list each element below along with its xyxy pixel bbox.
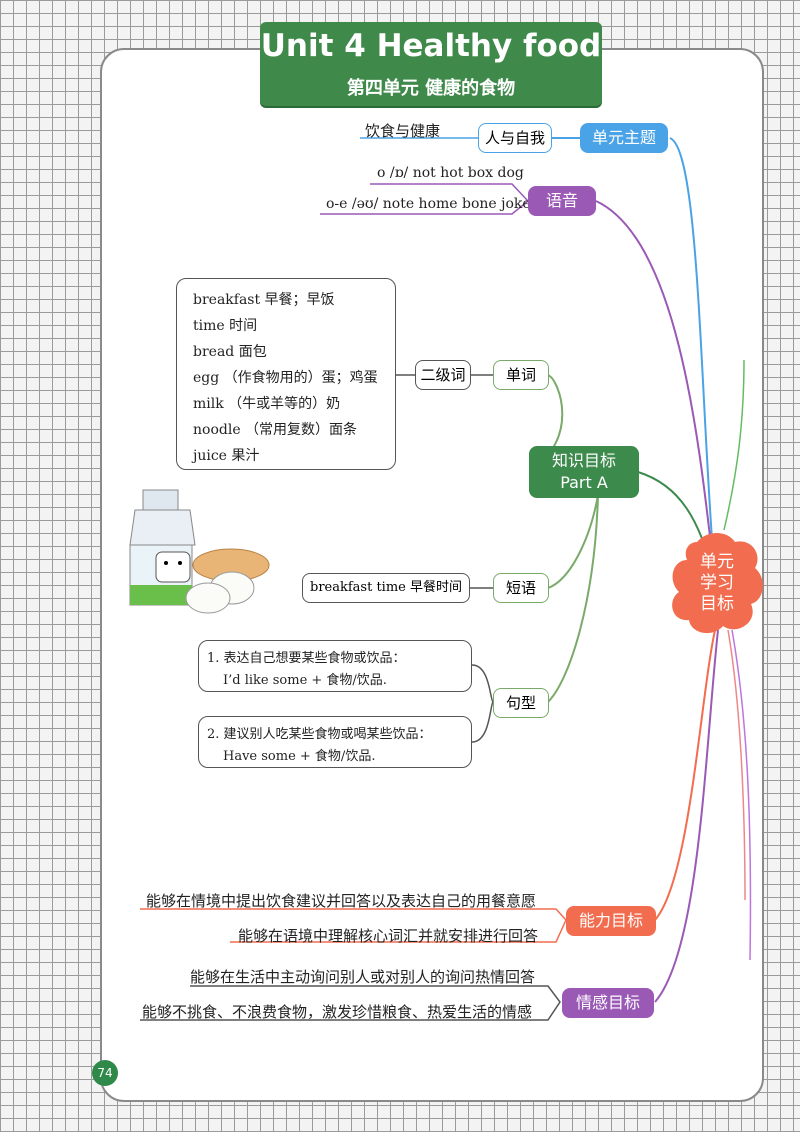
center-line-2: 学习 (700, 573, 734, 593)
center-node: 单元 学习 目标 (667, 530, 767, 638)
word-item: breakfast 早餐；早饭 (193, 292, 335, 308)
food-illustration (129, 489, 270, 614)
phonics-item-1: o /ɒ/ not hot box dog (377, 165, 524, 181)
emotion-node: 情感目标 (562, 988, 654, 1018)
theme-node: 单元主题 (580, 123, 668, 153)
theme-detail: 饮食与健康 (365, 122, 441, 140)
word-item: milk （牛或羊等的）奶 (193, 396, 341, 412)
theme-sub-box: 人与自我 (478, 123, 552, 153)
ability-item-2: 能够在语境中理解核心词汇并就安排进行回答 (238, 927, 539, 945)
word-item: time 时间 (193, 318, 258, 334)
phonics-item-2: o-e /əʊ/ note home bone joke (326, 196, 531, 212)
emotion-item-2: 能够不挑食、不浪费食物，激发珍惜粮食、热爱生活的情感 (142, 1003, 533, 1021)
sentence-2-head: 2. 建议别人吃某些食物或喝某些饮品： (207, 727, 432, 742)
unit-title-en: Unit 4 Healthy food (260, 28, 602, 64)
unit-title-zh: 第四单元 健康的食物 (346, 78, 516, 99)
knowledge-part: Part A (560, 473, 608, 492)
knowledge-node: 知识目标 Part A (529, 446, 639, 498)
ability-item-1: 能够在情境中提出饮食建议并回答以及表达自己的用餐意愿 (146, 892, 537, 910)
sentence-box-2: 2. 建议别人吃某些食物或喝某些饮品： Have some + 食物/饮品. (198, 716, 472, 768)
knowledge-label: 知识目标 (551, 451, 616, 470)
word-item: juice 果汁 (193, 448, 260, 464)
center-line-1: 单元 (700, 552, 734, 572)
word-level-box: 二级词 (415, 360, 471, 390)
center-line-3: 目标 (700, 594, 734, 614)
emotion-item-1: 能够在生活中主动询问别人或对别人的询问热情回答 (190, 968, 536, 986)
phrases-node: 短语 (493, 573, 549, 603)
phonics-node: 语音 (528, 186, 596, 216)
page-number: 74 (92, 1060, 118, 1086)
sentence-box-1: 1. 表达自己想要某些食物或饮品： I’d like some + 食物/饮品. (198, 640, 472, 692)
sentence-1-body: I’d like some + 食物/饮品. (223, 673, 387, 688)
sentence-2-body: Have some + 食物/饮品. (223, 749, 376, 764)
sentences-node: 句型 (493, 688, 549, 718)
title-banner: Unit 4 Healthy food 第四单元 健康的食物 (260, 22, 602, 106)
word-item: bread 面包 (193, 344, 267, 360)
word-item: egg （作食物用的）蛋；鸡蛋 (193, 370, 378, 386)
phrase-box: breakfast time 早餐时间 (302, 573, 470, 603)
word-list-box: breakfast 早餐；早饭 time 时间 bread 面包 egg （作食… (176, 278, 396, 470)
words-node: 单词 (493, 360, 549, 390)
word-item: noodle （常用复数）面条 (193, 422, 358, 438)
ability-node: 能力目标 (566, 906, 656, 936)
sentence-1-head: 1. 表达自己想要某些食物或饮品： (207, 651, 406, 666)
